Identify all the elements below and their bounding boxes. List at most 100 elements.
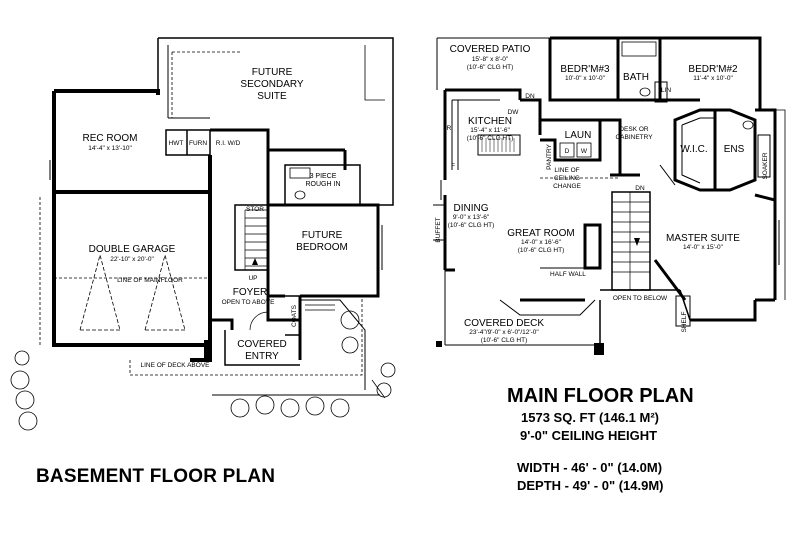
- label-master-suite: MASTER SUITE: [666, 233, 740, 244]
- island-hatch: [481, 138, 515, 152]
- label-great-room: GREAT ROOM: [507, 228, 574, 239]
- bath-tub: [621, 41, 657, 57]
- label-future-suite-2: SECONDARY: [240, 79, 303, 90]
- buffet: [433, 204, 446, 241]
- fireplace: [583, 223, 602, 270]
- coats-closet: [285, 295, 301, 336]
- rec-room-walls: [52, 89, 212, 194]
- label-line-ceiling-3: CHANGE: [553, 183, 581, 190]
- label-double-garage: DOUBLE GARAGE: [89, 244, 176, 255]
- stair-treads: [244, 209, 268, 270]
- laundry-walls: [540, 118, 602, 162]
- kitchen-island: [477, 134, 521, 156]
- ensuite-toilet: [742, 120, 754, 130]
- main-floor-width: WIDTH - 46' - 0" (14.0M): [517, 460, 663, 475]
- label-lin: LIN: [661, 87, 671, 94]
- suite-counter-dashed: [171, 51, 242, 118]
- label-dn-1: DN: [525, 93, 535, 100]
- main-floor-labels: COVERED PATIO 15'-8" x 8'-0" (10'-6" CLG…: [435, 44, 769, 344]
- deck-post: [594, 343, 604, 355]
- linen-closet: [654, 81, 668, 103]
- label-kitchen-dim: 15'-4" x 11'-6": [470, 127, 510, 134]
- label-dining-clg: (10'-6" CLG HT): [448, 222, 495, 229]
- label-r: R: [447, 125, 452, 132]
- label-desk-2: CABINETRY: [615, 134, 653, 141]
- soaker-tub: [757, 134, 771, 178]
- exterior-right: [775, 109, 786, 300]
- garage-door-post: [204, 340, 212, 362]
- wic-inner: [681, 117, 715, 184]
- cut-line: [371, 379, 386, 399]
- main-floor-area: 1573 SQ. FT (146.1 M²): [521, 410, 659, 425]
- label-future-bedroom-2: BEDROOM: [296, 242, 348, 253]
- main-wall-south: [445, 268, 585, 302]
- label-coats: COATS: [291, 304, 298, 327]
- label-bedroom3: BEDR'M#3: [560, 64, 610, 75]
- label-d: D: [565, 148, 570, 155]
- label-line-ceiling-1: LINE OF: [554, 167, 579, 174]
- label-double-garage-dim: 22'-10" x 20'-0": [110, 256, 154, 263]
- bedroom3-walls: [548, 36, 620, 102]
- utility-closets: [165, 129, 211, 156]
- main-stair-treads: [612, 192, 650, 290]
- main-stair: [611, 191, 651, 291]
- label-master-suite-dim: 14'-0" x 15'-0": [683, 244, 724, 251]
- covered-entry-walls: [224, 330, 300, 366]
- label-three-piece-1: 3 PIECE: [310, 173, 337, 180]
- deck-post-2: [436, 341, 442, 347]
- label-furn: FURN: [189, 140, 207, 147]
- label-covered-patio-dim: 15'-8" x 8'-0": [472, 56, 509, 63]
- label-ens: ENS: [724, 144, 745, 155]
- label-stor: STOR: [246, 206, 264, 213]
- wic-diagonal: [659, 164, 676, 186]
- deck-line: [129, 296, 363, 376]
- tub-outline: [289, 167, 311, 179]
- kitchen-dividing-wall: [520, 90, 600, 135]
- washer: [559, 142, 575, 158]
- suite-inner-wall: [167, 45, 210, 119]
- walkway: [212, 299, 380, 396]
- label-three-piece-2: ROUGH IN: [306, 181, 341, 188]
- label-kitchen: KITCHEN: [468, 116, 512, 127]
- stair-arrows: [252, 238, 640, 265]
- main-floor-plan: [433, 36, 786, 355]
- label-bath: BATH: [623, 72, 649, 83]
- label-covered-deck-dim: 23'-4"/9'-0" x 6'-0"/12'-0": [469, 329, 539, 336]
- label-laun: LAUN: [565, 130, 592, 141]
- label-dw: DW: [508, 109, 520, 116]
- label-bedroom2-dim: 11'-4" x 10'-0": [693, 75, 733, 82]
- label-shelf: SHELF: [681, 311, 688, 332]
- label-foyer-note: OPEN TO ABOVE: [222, 299, 276, 306]
- label-line-of-mainfloor: LINE OF MAINFLOOR: [117, 277, 183, 284]
- down-arrow-icon: [634, 238, 640, 246]
- main-bottom-wall: [690, 300, 757, 322]
- stair-outline: [234, 204, 269, 271]
- kitchen-counter-left: [451, 99, 500, 170]
- label-wic: W.I.C.: [680, 144, 707, 155]
- label-covered-entry-2: ENTRY: [245, 351, 279, 362]
- toilet-outline: [294, 190, 306, 200]
- wic-octagon: [673, 108, 757, 192]
- label-dn-2: DN: [635, 185, 645, 192]
- corridor-wall: [600, 118, 640, 177]
- label-soaker: SOAKER: [762, 152, 769, 179]
- label-covered-patio: COVERED PATIO: [450, 44, 531, 55]
- label-rec-room-dim: 14'-4" x 13'-10": [88, 145, 132, 152]
- main-floor-plan-title: MAIN FLOOR PLAN: [507, 385, 694, 407]
- main-floor-ceiling: 9'-0" CEILING HEIGHT: [520, 428, 658, 443]
- up-arrow-icon: [252, 258, 258, 265]
- label-desk-1: DESK OR: [619, 126, 649, 133]
- basement-plan-title: BASEMENT FLOOR PLAN: [36, 466, 276, 487]
- label-future-suite-3: SUITE: [257, 91, 287, 102]
- label-future-bedroom-1: FUTURE: [302, 230, 343, 241]
- label-covered-entry-1: COVERED: [237, 339, 286, 350]
- future-suite-outline: [157, 37, 394, 206]
- label-line-of-deck: LINE OF DECK ABOVE: [141, 362, 211, 369]
- label-half-wall: HALF WALL: [550, 271, 586, 278]
- suite-inner-line: [364, 45, 385, 101]
- master-bay: [653, 259, 775, 302]
- garage-walls: [52, 192, 212, 362]
- label-bedroom3-dim: 10'-0" x 10'-0": [565, 75, 606, 82]
- label-line-ceiling-2: CEILING: [554, 175, 580, 182]
